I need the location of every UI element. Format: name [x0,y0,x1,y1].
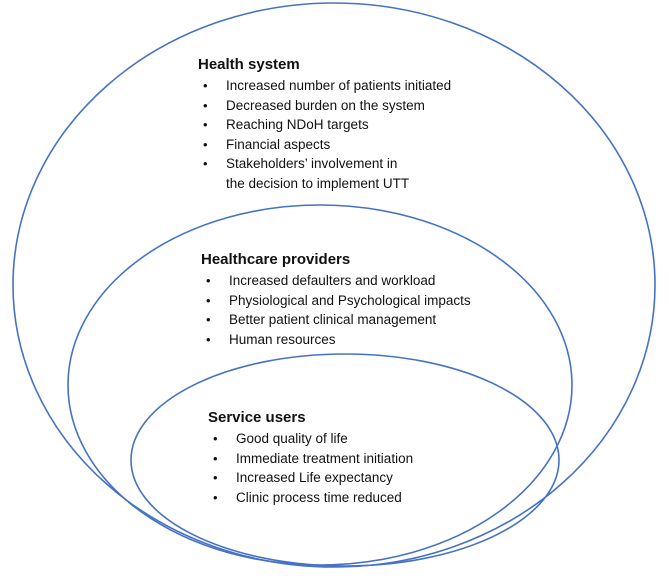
health-system-title: Health system [198,56,300,73]
bullet-icon: • [203,136,208,152]
bullet-icon: • [213,489,218,505]
bullet-icon: • [203,97,208,113]
list-item-text: Human resources [229,331,336,347]
health-system-list: •Increased number of patients initiated … [198,76,451,193]
bullet-icon: • [213,470,218,485]
list-item-text: Clinic process time reduced [236,489,402,505]
list-item-text: Immediate treatment initiation [236,450,414,466]
list-item-text: Increased defaulters and workload [229,273,436,288]
list-item: • Stakeholders’ involvement in the decisio… [198,154,451,193]
list-item-text-line-1: Stakeholders’ involvement in [226,156,398,171]
list-item: • Increased number of patients initiated [198,76,451,96]
list-item: • Physiological and Psychological impacts [201,291,471,311]
list-item: • Financial aspects [198,135,451,155]
list-item: • Clinic process time reduced [208,488,413,508]
list-item: • Immediate treatment initiation [208,449,413,469]
bullet-icon: • [206,312,211,327]
bullet-icon: • [203,156,208,171]
healthcare-providers-title: Healthcare providers [201,251,351,268]
list-item-text: Reaching NDoH targets [226,117,369,132]
list-item: • Better patient clinical management [201,310,471,330]
healthcare-providers-group: Healthcare providers • Increased defaulte… [201,250,471,349]
list-item: • Reaching NDoH targets [198,115,451,135]
list-item: • Decreased burden on the system [198,96,451,116]
list-item-text: Decreased burden on the system [226,97,425,113]
list-item: • Good quality of life [208,429,413,449]
service-users-list: • Good quality of life • Immediate treatme… [208,429,413,507]
service-users-title: Service users [208,409,306,426]
list-item-text: Better patient clinical management [229,312,437,327]
list-item: • Increased Life expectancy [208,468,413,488]
service-users-ellipse [130,353,560,567]
list-item-text: Increased Life expectancy [236,470,393,485]
bullet-icon: • [206,273,211,288]
list-item-text: Good quality of life [236,431,348,446]
list-item-text: Financial aspects [226,136,331,152]
health-system-ellipse [12,2,656,568]
service-users-group: Service users • Good quality of life • Imm… [208,408,413,507]
list-item: • Human resources [201,330,471,350]
health-system-group: Health system • Increased number of patie… [198,55,451,193]
bullet-icon: • [203,117,208,132]
bullet-icon: • [206,331,211,347]
list-item-text: Increased number of patients initiated [226,78,452,93]
bullet-icon: • [203,78,208,93]
list-item-text: Physiological and Psychological impacts [229,292,471,308]
bullet-icon: • [213,450,218,466]
bullet-icon: • [213,431,218,446]
list-item: • Increased defaulters and workload [201,271,471,291]
bullet-icon: • [206,292,211,308]
list-item-text-line-2: the decision to implement UTT [226,175,410,191]
healthcare-providers-list: • Increased defaulters and workload • Phys… [201,271,471,349]
